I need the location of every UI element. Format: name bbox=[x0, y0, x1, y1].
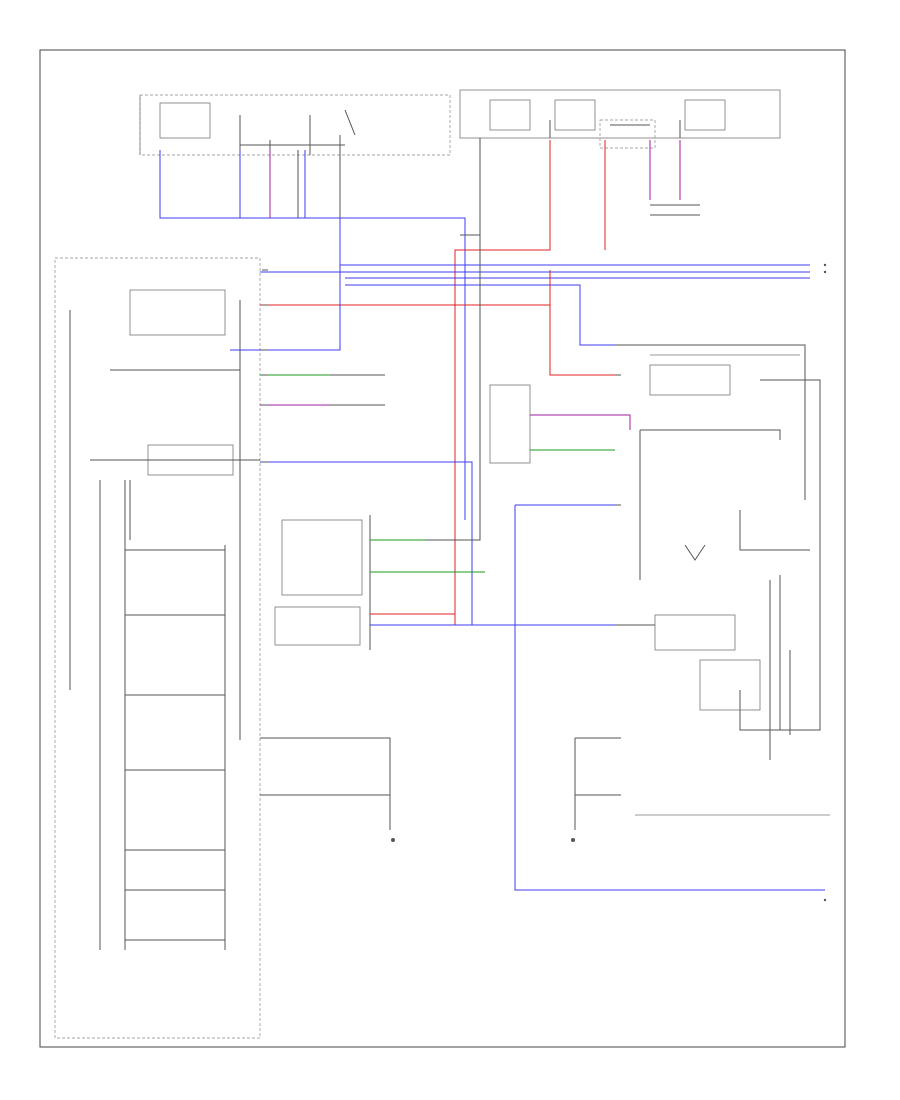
blue-bus-4 bbox=[345, 284, 615, 346]
motor-symbol bbox=[684, 544, 706, 561]
blue-run-6 bbox=[514, 505, 825, 891]
right-door-switch bbox=[699, 659, 761, 711]
black-run-7 bbox=[640, 429, 781, 440]
passenger-relay bbox=[489, 384, 531, 464]
black-run-5 bbox=[615, 344, 806, 500]
left-master-switch bbox=[54, 257, 261, 1039]
ground-right-point bbox=[571, 838, 575, 842]
right-switch-area bbox=[489, 270, 825, 891]
purple-run-2 bbox=[530, 414, 631, 430]
multiplex-unit-box bbox=[274, 606, 361, 646]
red-run-4 bbox=[549, 270, 615, 376]
black-run-6 bbox=[739, 379, 821, 731]
wire-black-3 bbox=[460, 185, 481, 236]
left-fuse-box bbox=[139, 94, 451, 156]
center-control-unit bbox=[274, 515, 371, 650]
wire-red-1 bbox=[454, 140, 551, 625]
right-fuse-box bbox=[459, 89, 781, 185]
fuse-b bbox=[554, 99, 596, 131]
blue-run-2 bbox=[230, 218, 341, 351]
ground-run-left-1 bbox=[260, 737, 391, 830]
blue-run-3 bbox=[260, 461, 473, 625]
right-multiplex-box bbox=[654, 614, 736, 651]
fuse-a bbox=[489, 99, 531, 131]
right-window-box bbox=[649, 364, 731, 396]
connector-ticks bbox=[262, 269, 621, 796]
fuse-c bbox=[684, 99, 726, 131]
black-run-9 bbox=[739, 510, 810, 551]
ground-left-point bbox=[391, 838, 395, 842]
diagram-frame bbox=[39, 49, 846, 1048]
wire-blue-1 bbox=[159, 150, 466, 520]
window-control-box bbox=[129, 289, 226, 336]
black-run-4 bbox=[425, 235, 481, 541]
fuse-block-1 bbox=[159, 102, 211, 139]
